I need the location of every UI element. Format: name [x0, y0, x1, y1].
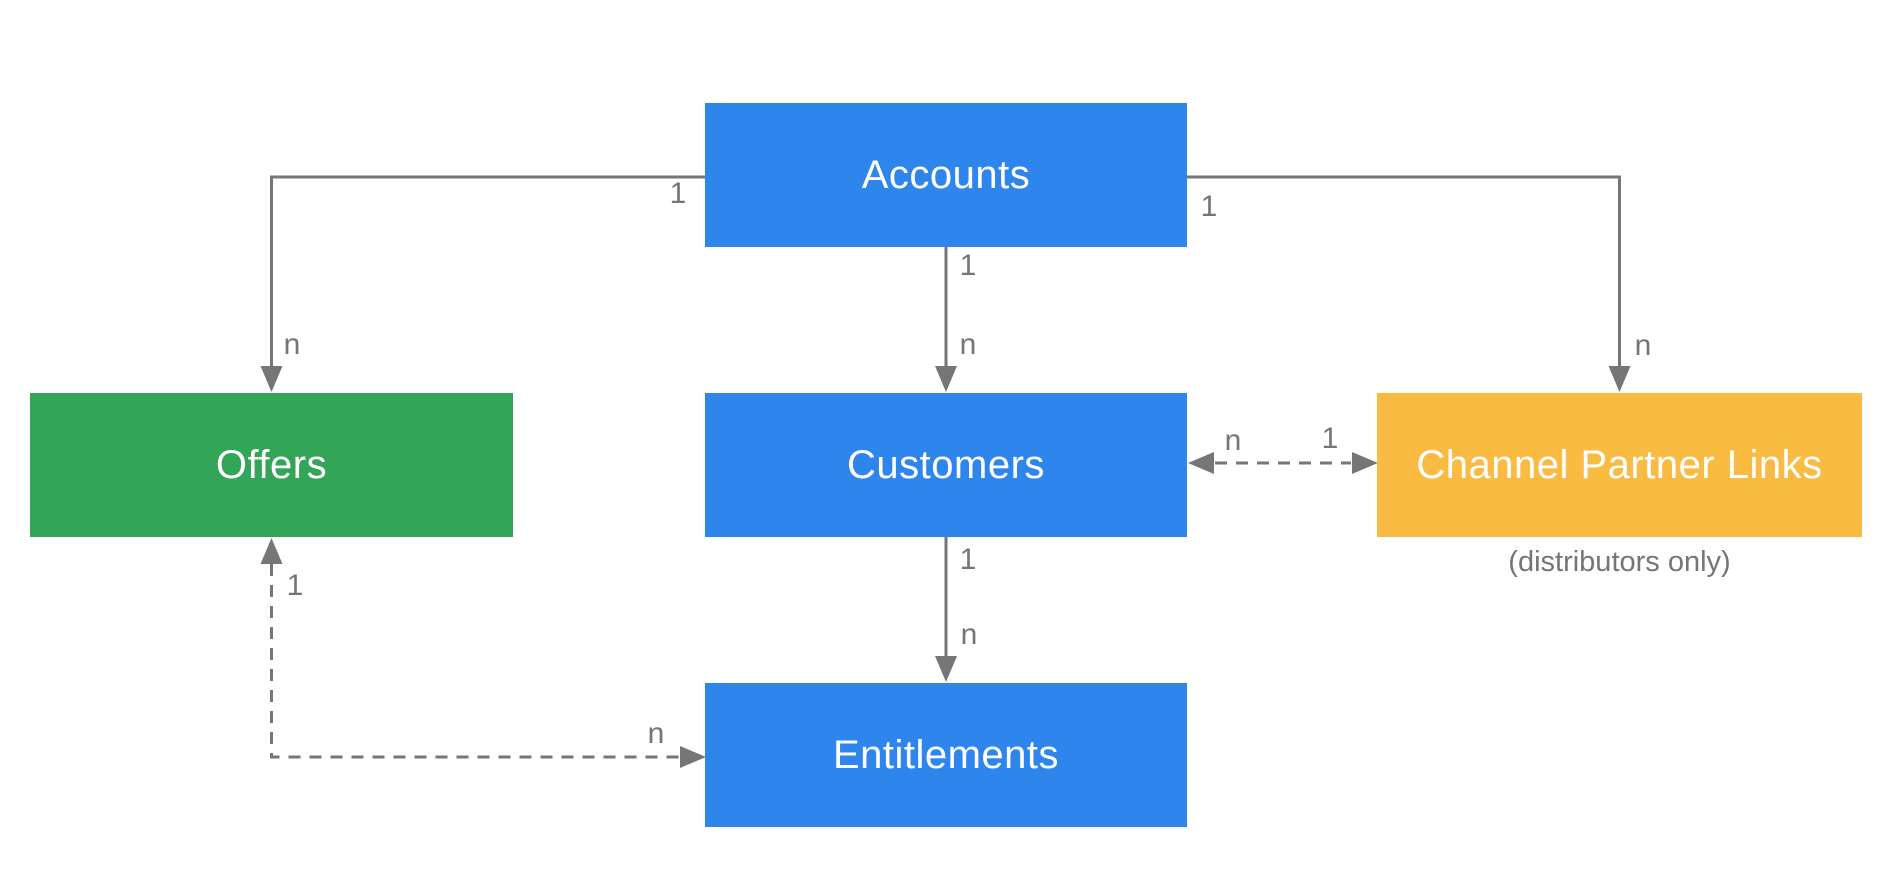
- edge-customers-entitlements-arrowhead: [935, 656, 957, 682]
- node-accounts-label: Accounts: [861, 152, 1031, 197]
- edge-accounts-offers-line: [270, 175, 705, 367]
- node-entitlements-label: Entitlements: [832, 732, 1060, 777]
- edge-offers-entitlements-arrowhead-up: [260, 538, 283, 564]
- cardinality-accounts-customers-n: n: [959, 328, 977, 361]
- node-accounts: Accounts: [705, 103, 1187, 247]
- edge-accounts-cpl-arrowhead: [1608, 366, 1631, 392]
- node-customers-label: Customers: [847, 442, 1045, 487]
- cardinality-accounts-offers-1: 1: [669, 177, 687, 210]
- edge-accounts-customers-arrowhead: [935, 366, 957, 392]
- cardinality-accounts-cpl-n: n: [1634, 329, 1652, 362]
- edge-offers-entitlements-arrowhead-right: [680, 746, 706, 768]
- cardinality-customers-cpl-1: 1: [1321, 422, 1339, 455]
- cardinality-offers-entitlements-n: n: [647, 717, 665, 750]
- cardinality-offers-entitlements-1: 1: [286, 569, 304, 602]
- edge-customers-cpl-arrowhead-left: [1188, 452, 1214, 474]
- node-offers-label: Offers: [215, 442, 328, 487]
- node-offers: Offers: [30, 393, 513, 537]
- node-entitlements: Entitlements: [705, 683, 1187, 827]
- cardinality-accounts-cpl-1: 1: [1200, 190, 1218, 223]
- cardinality-customers-entitlements-1: 1: [959, 543, 977, 576]
- cardinality-customers-entitlements-n: n: [960, 618, 978, 651]
- cardinality-customers-cpl-n: n: [1224, 424, 1242, 457]
- edge-accounts-cpl-line: [1187, 175, 1621, 367]
- cardinality-accounts-offers-n: n: [283, 328, 301, 361]
- cardinality-accounts-customers-1: 1: [959, 249, 977, 282]
- channel-partner-links-note: (distributors only): [1508, 546, 1731, 578]
- edge-customers-cpl-arrowhead-right: [1352, 452, 1378, 474]
- node-channel-partner-links: Channel Partner Links: [1377, 393, 1862, 537]
- edge-offers-entitlements-line: [270, 564, 679, 759]
- node-customers: Customers: [705, 393, 1187, 537]
- node-channel-partner-links-label: Channel Partner Links: [1416, 442, 1823, 487]
- edge-accounts-offers-arrowhead: [260, 366, 283, 392]
